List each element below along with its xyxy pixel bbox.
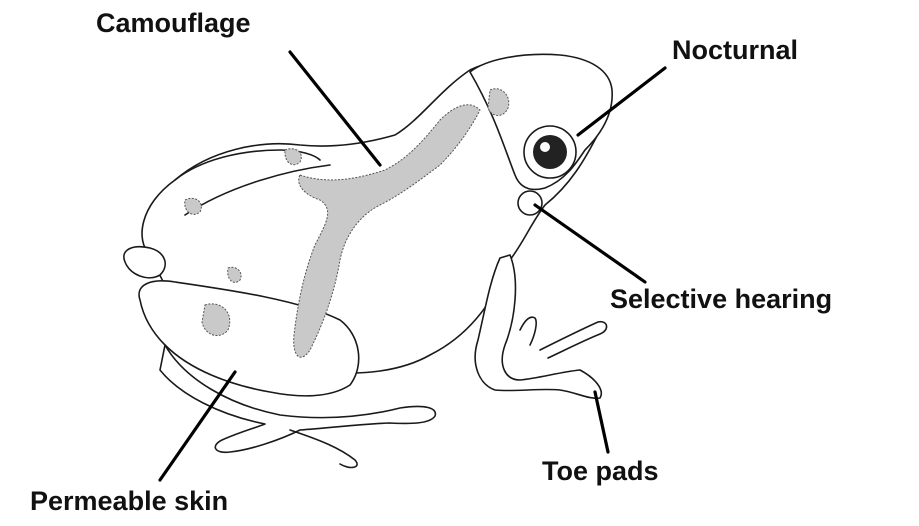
heel xyxy=(124,247,165,278)
eye-pupil xyxy=(533,135,567,169)
label-nocturnal: Nocturnal xyxy=(672,37,798,64)
eardrum xyxy=(518,191,542,215)
eye-highlight xyxy=(540,142,550,152)
front-leg xyxy=(475,255,601,398)
front-toe-2 xyxy=(520,317,536,345)
hearing-leader-line xyxy=(535,205,645,282)
hind-toe-line xyxy=(290,430,357,467)
toe-pads-leader-line xyxy=(595,392,608,452)
label-permeable-skin: Permeable skin xyxy=(30,488,228,515)
label-selective-hearing: Selective hearing xyxy=(610,286,832,313)
label-toe-pads: Toe pads xyxy=(542,458,659,485)
front-toe-1 xyxy=(540,322,607,358)
label-camouflage: Camouflage xyxy=(96,10,251,37)
